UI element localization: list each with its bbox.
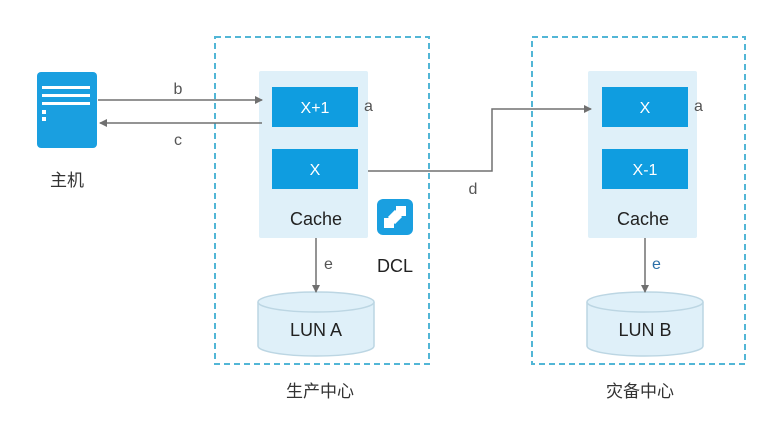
dr-cache-block-x-minus-1 — [602, 149, 688, 189]
dr-site-label: 灾备中心 — [606, 382, 674, 402]
production-cache-label: Cache — [290, 209, 342, 229]
edge-label-a-dr: a — [694, 98, 703, 115]
edge-label-e-dr: e — [652, 256, 661, 273]
dr-lun-label: LUN B — [618, 320, 671, 340]
dr-lun-cylinder — [586, 291, 704, 357]
production-cache-block-x — [272, 149, 358, 189]
production-site-label: 生产中心 — [286, 382, 354, 402]
edge-label-a-production: a — [364, 98, 373, 115]
edge-label-c: c — [174, 132, 182, 149]
dr-cache-block-x — [602, 87, 688, 127]
dcl-label: DCL — [377, 256, 413, 276]
edge-label-e-production: e — [324, 256, 333, 273]
edge-label-d: d — [469, 181, 478, 198]
dcl-logo-icon — [377, 199, 413, 235]
host-server-icon — [37, 72, 97, 148]
production-cache-block-x-label: X — [310, 162, 321, 179]
dr-cache-block-x-label: X — [640, 100, 651, 117]
production-lun-cylinder — [257, 291, 375, 357]
production-lun-label: LUN A — [290, 320, 342, 340]
host-label: 主机 — [50, 171, 84, 191]
arrow-d-replication — [368, 105, 592, 172]
dr-cache-label: Cache — [617, 209, 669, 229]
dr-cache-block-x-minus-1-label: X-1 — [633, 162, 658, 179]
edge-label-b: b — [174, 81, 183, 98]
production-cache-block-x-plus-1-label: X+1 — [301, 100, 330, 117]
production-cache-block-x-plus-1 — [272, 87, 358, 127]
